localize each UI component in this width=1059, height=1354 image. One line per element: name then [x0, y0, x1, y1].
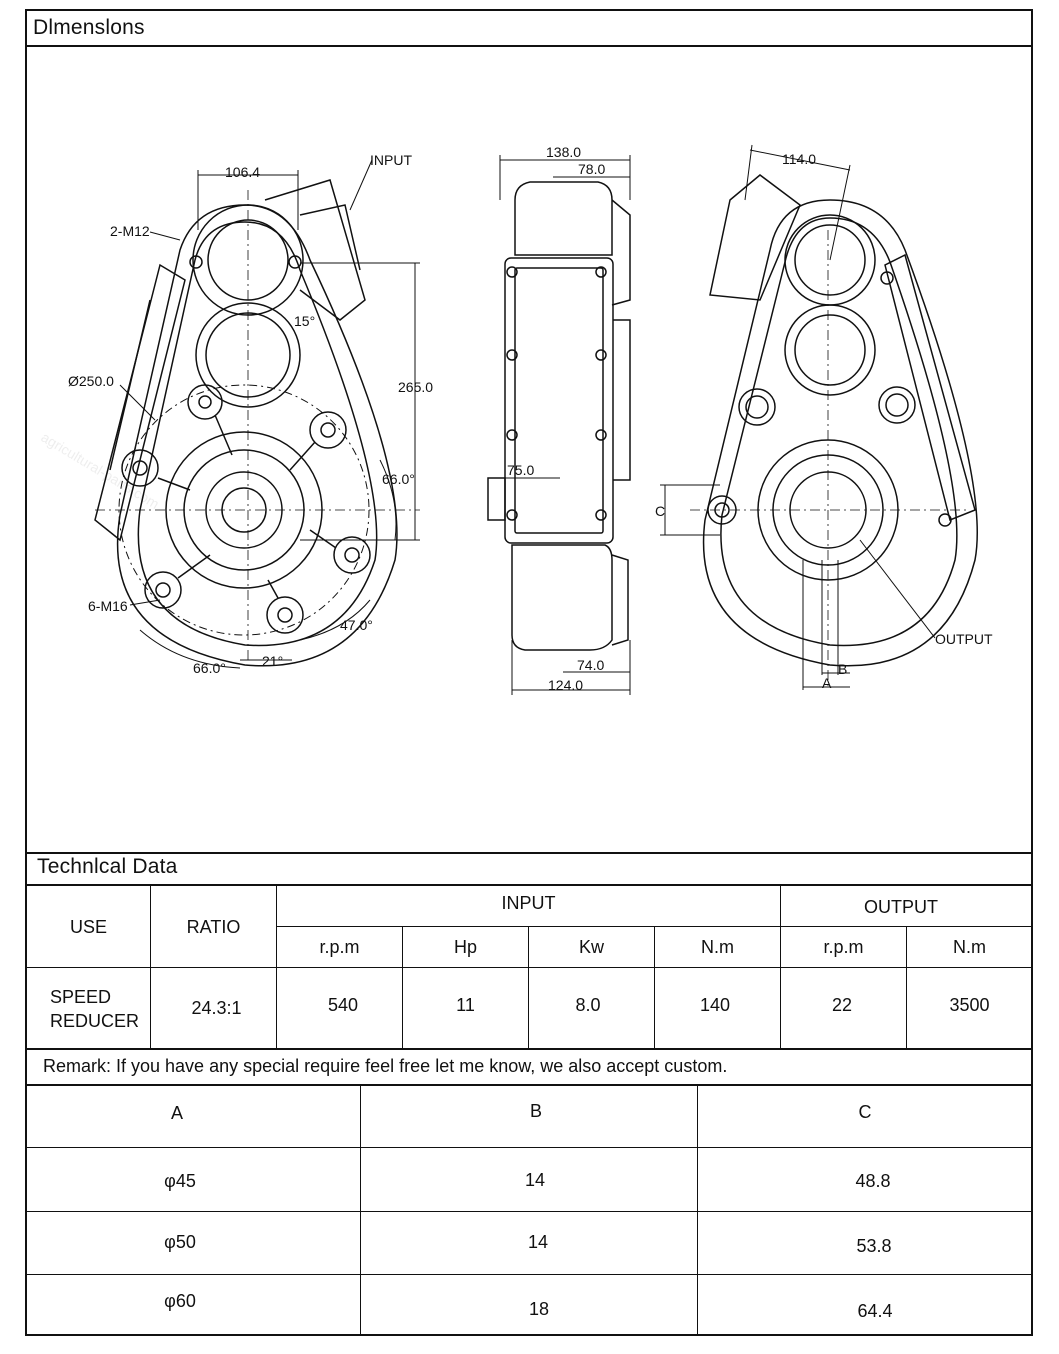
- col-divider: [780, 884, 781, 1048]
- use-value-line1: SPEED: [50, 986, 112, 1007]
- front-view: [94, 159, 420, 669]
- dimensions-title: Dlmenslons: [33, 16, 145, 39]
- rear-view: [660, 144, 978, 690]
- angle-66-bottom: 66.0°: [193, 660, 226, 676]
- output-nm-value: 3500: [949, 994, 990, 1015]
- divider: [25, 852, 1033, 854]
- abc-row3-c: 64.4: [857, 1300, 893, 1321]
- col-divider: [528, 926, 529, 1048]
- abc-row2-a: φ50: [164, 1231, 196, 1252]
- abc-row3-b: 18: [528, 1298, 550, 1319]
- divider: [25, 1048, 1033, 1050]
- input-kw-value: 8.0: [575, 994, 601, 1015]
- label-c: C: [655, 503, 665, 519]
- remark-text: Remark: If you have any special require …: [43, 1056, 728, 1076]
- row-divider: [25, 1211, 1033, 1212]
- output-header: OUTPUT: [864, 897, 938, 917]
- dim-106: 106.4: [225, 164, 260, 180]
- abc-header-b: B: [529, 1100, 542, 1121]
- col-divider: [150, 884, 151, 1048]
- row-divider: [276, 926, 1033, 927]
- ratio-header: RATIO: [186, 916, 241, 937]
- row-divider: [25, 1147, 1033, 1148]
- abc-row2-b: 14: [527, 1231, 549, 1252]
- abc-row1-c: 48.8: [855, 1170, 891, 1191]
- divider: [25, 1084, 1033, 1086]
- divider: [25, 45, 1033, 47]
- sub-header: r.p.m: [823, 936, 864, 957]
- divider: [25, 884, 1033, 886]
- dim-124: 124.0: [548, 677, 583, 693]
- sub-header: r.p.m: [319, 936, 360, 957]
- label-6m16: 6-M16: [88, 598, 128, 614]
- abc-row2-c: 53.8: [856, 1235, 892, 1256]
- dim-114: 114.0: [782, 151, 816, 167]
- sub-header: N.m: [701, 936, 734, 957]
- use-header: USE: [69, 916, 107, 937]
- col-divider: [654, 926, 655, 1048]
- input-header: INPUT: [501, 893, 556, 913]
- dim-138: 138.0: [546, 144, 581, 160]
- page-frame: [25, 9, 1033, 1336]
- gearbox-drawing: 106.4 INPUT 2-M12 15° Ø250.0 265.0 66.0°…: [68, 144, 993, 695]
- abc-header-c: C: [858, 1101, 872, 1122]
- row-divider: [25, 967, 1033, 968]
- col-divider: [276, 884, 277, 1048]
- label-output: OUTPUT: [935, 631, 993, 647]
- sub-header: Hp: [453, 936, 477, 957]
- dim-74: 74.0: [577, 657, 604, 673]
- abc-header-a: A: [170, 1102, 183, 1123]
- label-b: B: [838, 661, 847, 677]
- input-hp-value: 11: [456, 994, 475, 1015]
- sub-header: N.m: [953, 936, 986, 957]
- ratio-value: 24.3:1: [191, 997, 242, 1018]
- dim-75: 75.0: [507, 462, 534, 478]
- col-divider: [906, 926, 907, 1048]
- abc-row1-a: φ45: [164, 1170, 196, 1191]
- technical-title: Technlcal Data: [37, 855, 178, 878]
- label-input: INPUT: [370, 152, 412, 168]
- dim-78: 78.0: [578, 161, 605, 177]
- angle-66-right: 66.0°: [382, 471, 415, 487]
- abc-row1-b: 14: [524, 1169, 546, 1190]
- row-divider: [25, 1274, 1033, 1275]
- angle-21: 21°: [262, 653, 283, 669]
- sub-header: Kw: [578, 936, 604, 957]
- dim-250: Ø250.0: [68, 373, 114, 389]
- label-2m12: 2-M12: [110, 223, 150, 239]
- output-rpm-value: 22: [831, 994, 853, 1015]
- dim-265: 265.0: [398, 379, 433, 395]
- angle-47: 47.0°: [340, 617, 373, 633]
- abc-row3-a: φ60: [164, 1290, 196, 1311]
- side-view: [487, 155, 631, 695]
- use-value-line2: REDUCER: [50, 1010, 140, 1031]
- angle-15: 15°: [294, 313, 315, 329]
- label-a: A: [822, 675, 832, 691]
- input-nm-value: 140: [699, 994, 731, 1015]
- input-rpm-value: 540: [327, 994, 359, 1015]
- col-divider: [402, 926, 403, 1048]
- col-divider: [697, 1084, 698, 1336]
- col-divider: [360, 1084, 361, 1336]
